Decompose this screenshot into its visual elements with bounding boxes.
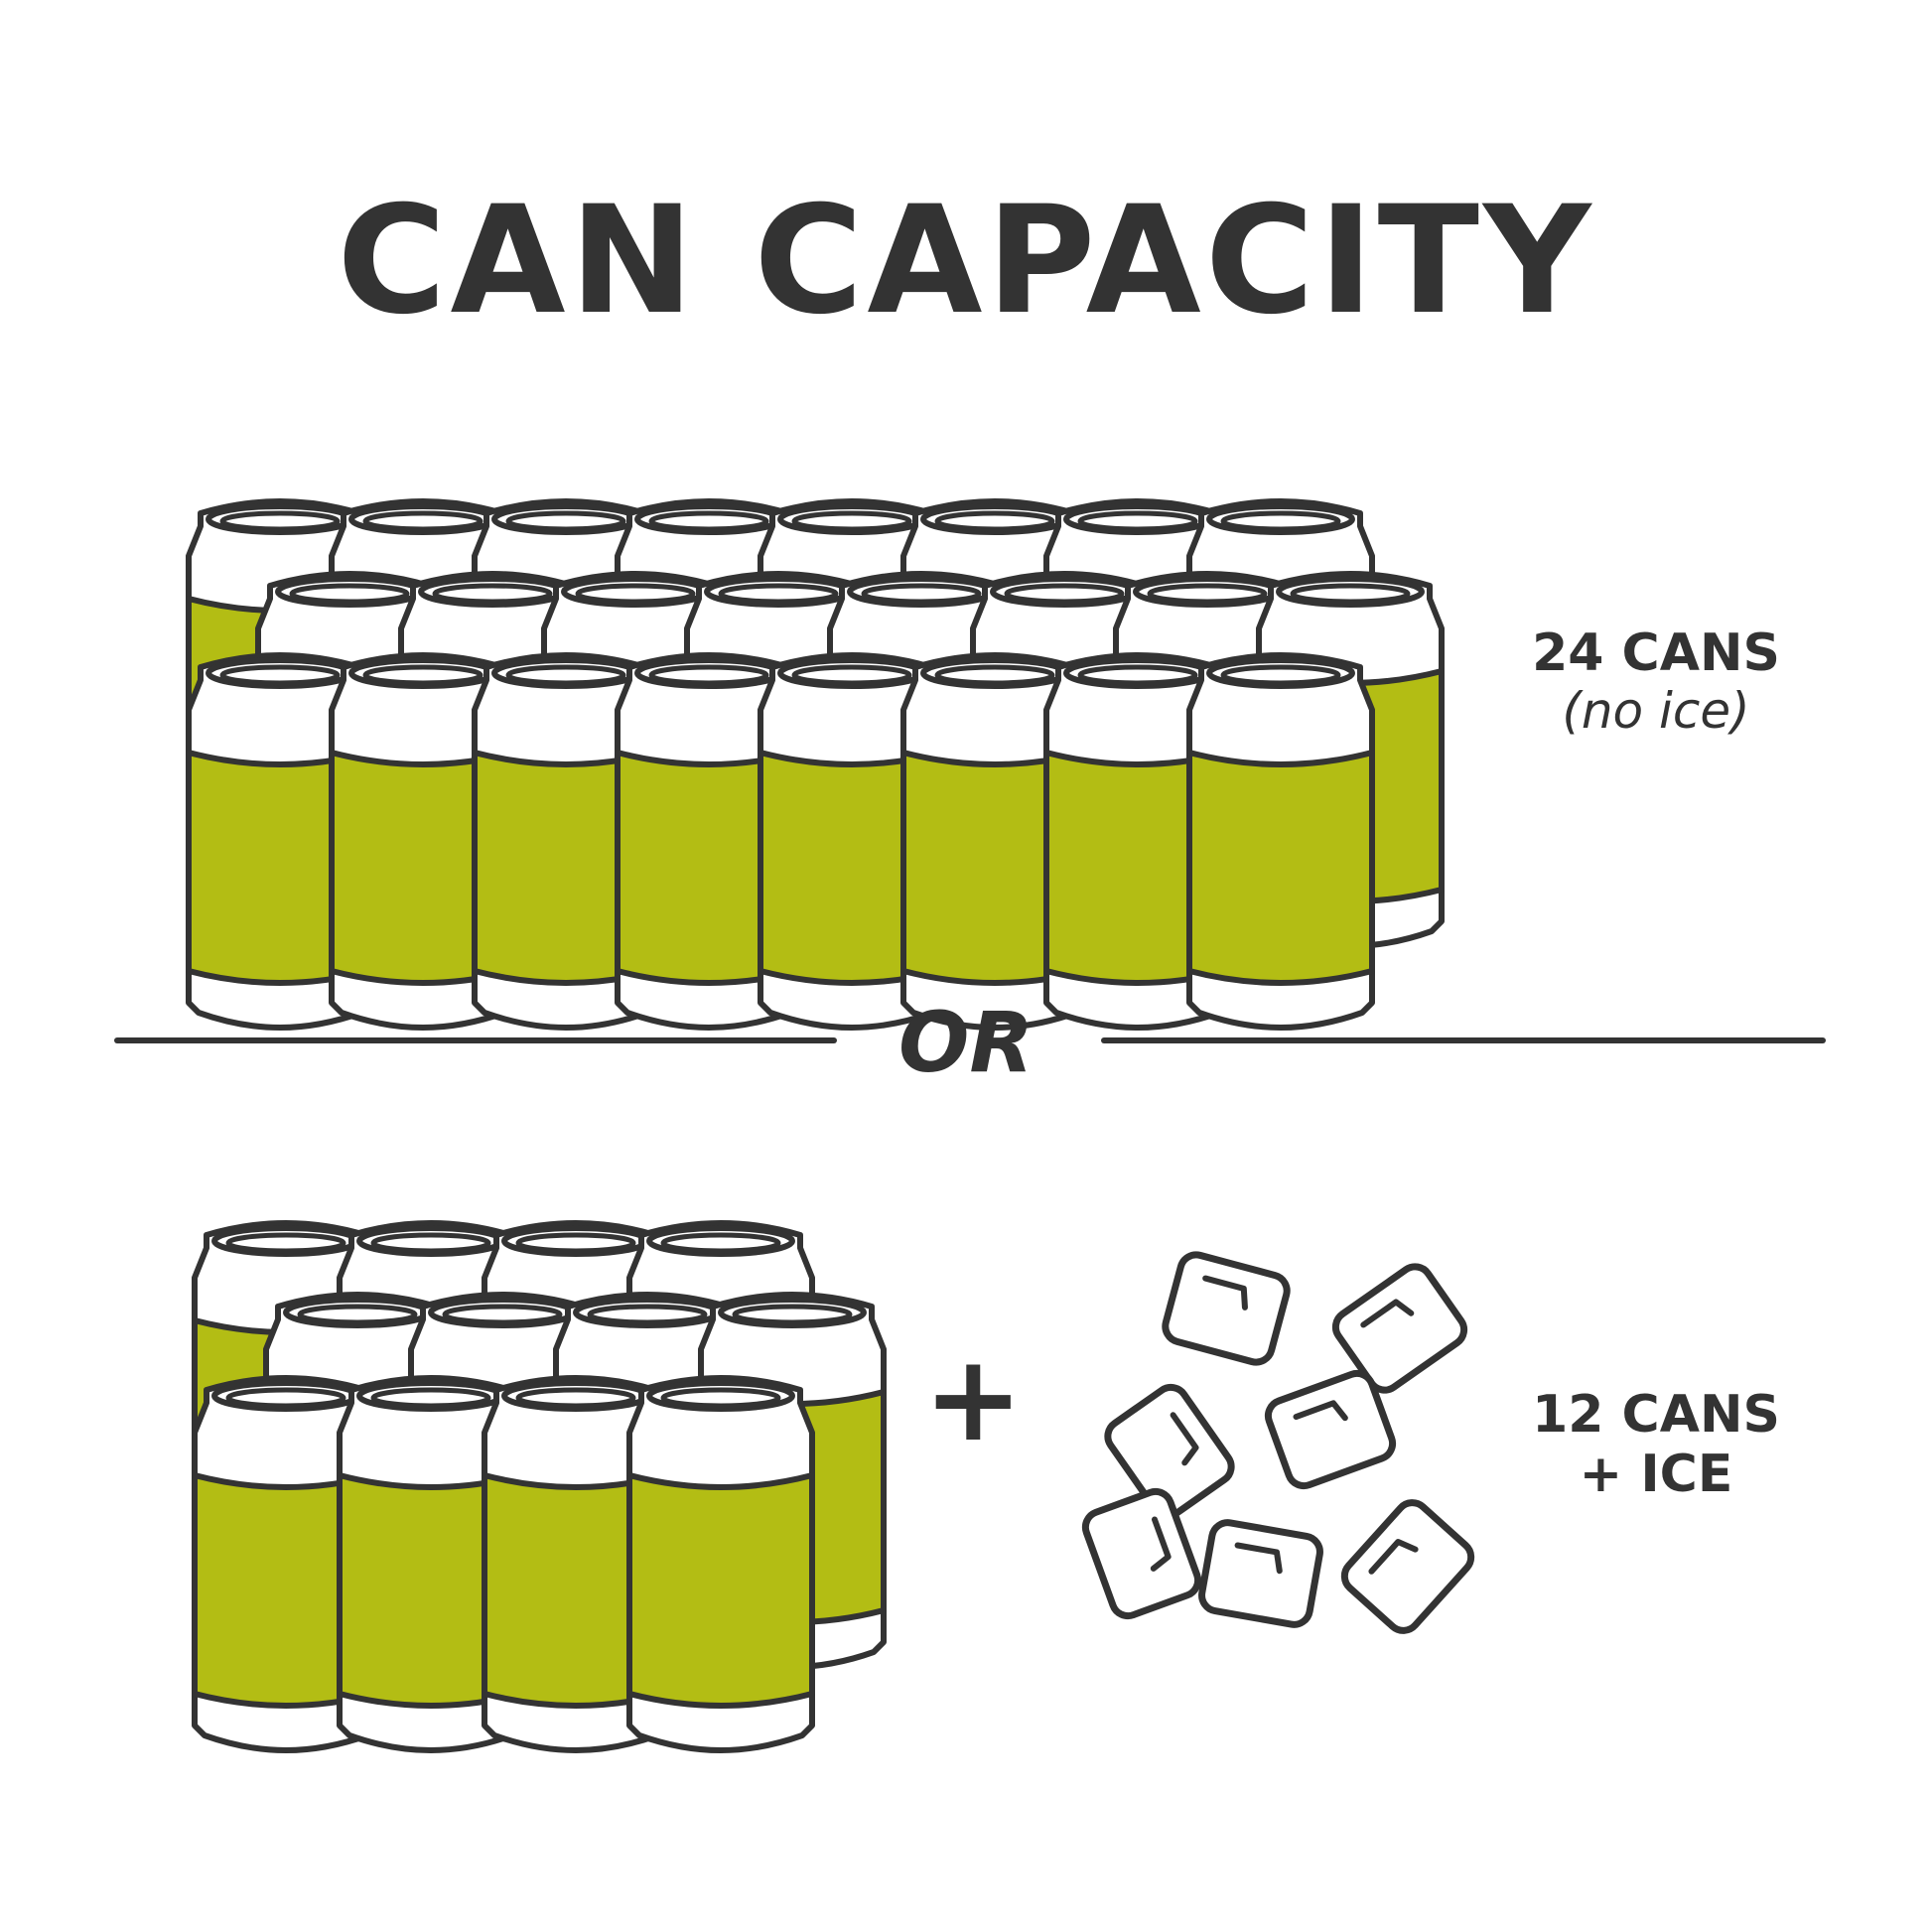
option-a-count: 24 CANS — [1532, 623, 1780, 683]
ice-cube-icon — [1199, 1520, 1322, 1627]
can-icon — [629, 1378, 812, 1750]
option-b-label: 12 CANS + ICE — [1497, 1385, 1815, 1504]
ice-cube-icon — [1162, 1251, 1291, 1365]
can-icon — [1189, 655, 1372, 1028]
page-title: CAN CAPACITY — [337, 175, 1595, 347]
option-a-note: (no ice) — [1562, 682, 1750, 740]
cans-24-group — [189, 501, 1442, 1028]
option-a-label: 24 CANS (no ice) — [1497, 623, 1815, 739]
ice-cube-icon — [1338, 1496, 1477, 1637]
ice-cubes-icon — [1081, 1251, 1477, 1637]
option-b-extra: + ICE — [1579, 1445, 1733, 1504]
cans-12-group — [195, 1223, 884, 1750]
plus-sign: + — [923, 1330, 1024, 1468]
divider-or-text: OR — [897, 994, 1035, 1091]
option-b-count: 12 CANS — [1532, 1385, 1780, 1445]
